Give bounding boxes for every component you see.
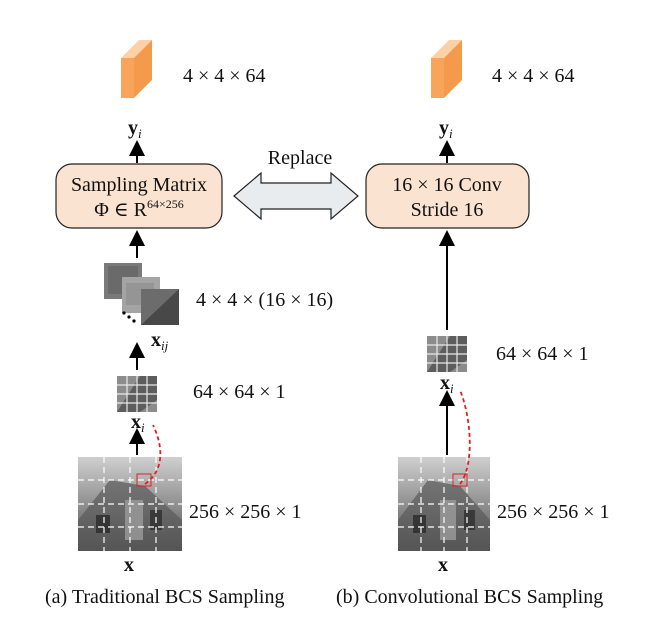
conv-box-title: 16 × 16 Conv: [392, 174, 502, 196]
right-image-patch: [427, 336, 467, 372]
conv-box-stride: Stride 16: [411, 199, 484, 221]
left-output-shape: 4 × 4 × 64: [183, 65, 266, 87]
replace-connector: Replace: [233, 147, 359, 221]
right-image-shape: 256 × 256 × 1: [497, 501, 610, 523]
left-output-label: yi: [128, 117, 142, 141]
left-column: 4 × 4 × 64 yi Sampling Matrix Φ ∈ R64×25…: [45, 40, 333, 608]
right-patch-link: [459, 389, 471, 485]
replace-label: Replace: [268, 147, 333, 169]
sampling-matrix-title: Sampling Matrix: [71, 174, 207, 196]
left-image-patch: [117, 376, 157, 412]
right-output-shape: 4 × 4 × 64: [492, 65, 575, 87]
blocks-shape: 4 × 4 × (16 × 16): [196, 289, 333, 311]
right-patch-label: xi: [440, 372, 454, 396]
right-output-cube: [431, 40, 462, 98]
left-input-image: [78, 457, 182, 551]
left-image-label: x: [124, 554, 134, 576]
right-caption: (b) Convolutional BCS Sampling: [336, 586, 603, 608]
left-image-shape: 256 × 256 × 1: [189, 501, 302, 523]
right-output-label: yi: [439, 117, 453, 141]
replace-double-arrow: [233, 171, 359, 221]
left-patch-label: xi: [131, 411, 145, 435]
left-patch-shape: 64 × 64 × 1: [193, 381, 286, 403]
sampling-matrix-formula: Φ ∈ R64×256: [94, 197, 184, 221]
right-image-label: x: [438, 554, 448, 576]
left-output-cube: [121, 40, 152, 98]
left-patch-link: [144, 424, 162, 485]
left-caption: (a) Traditional BCS Sampling: [45, 586, 284, 608]
blocks-label: xij: [151, 329, 169, 353]
right-input-image: [398, 457, 490, 551]
right-patch-shape: 64 × 64 × 1: [496, 343, 589, 365]
right-column: 4 × 4 × 64 yi 16 × 16 Conv Stride 16 64 …: [336, 40, 610, 608]
conv-box: [365, 163, 530, 229]
sampling-matrix-box: [55, 163, 223, 229]
image-blocks-stack: [104, 263, 179, 325]
